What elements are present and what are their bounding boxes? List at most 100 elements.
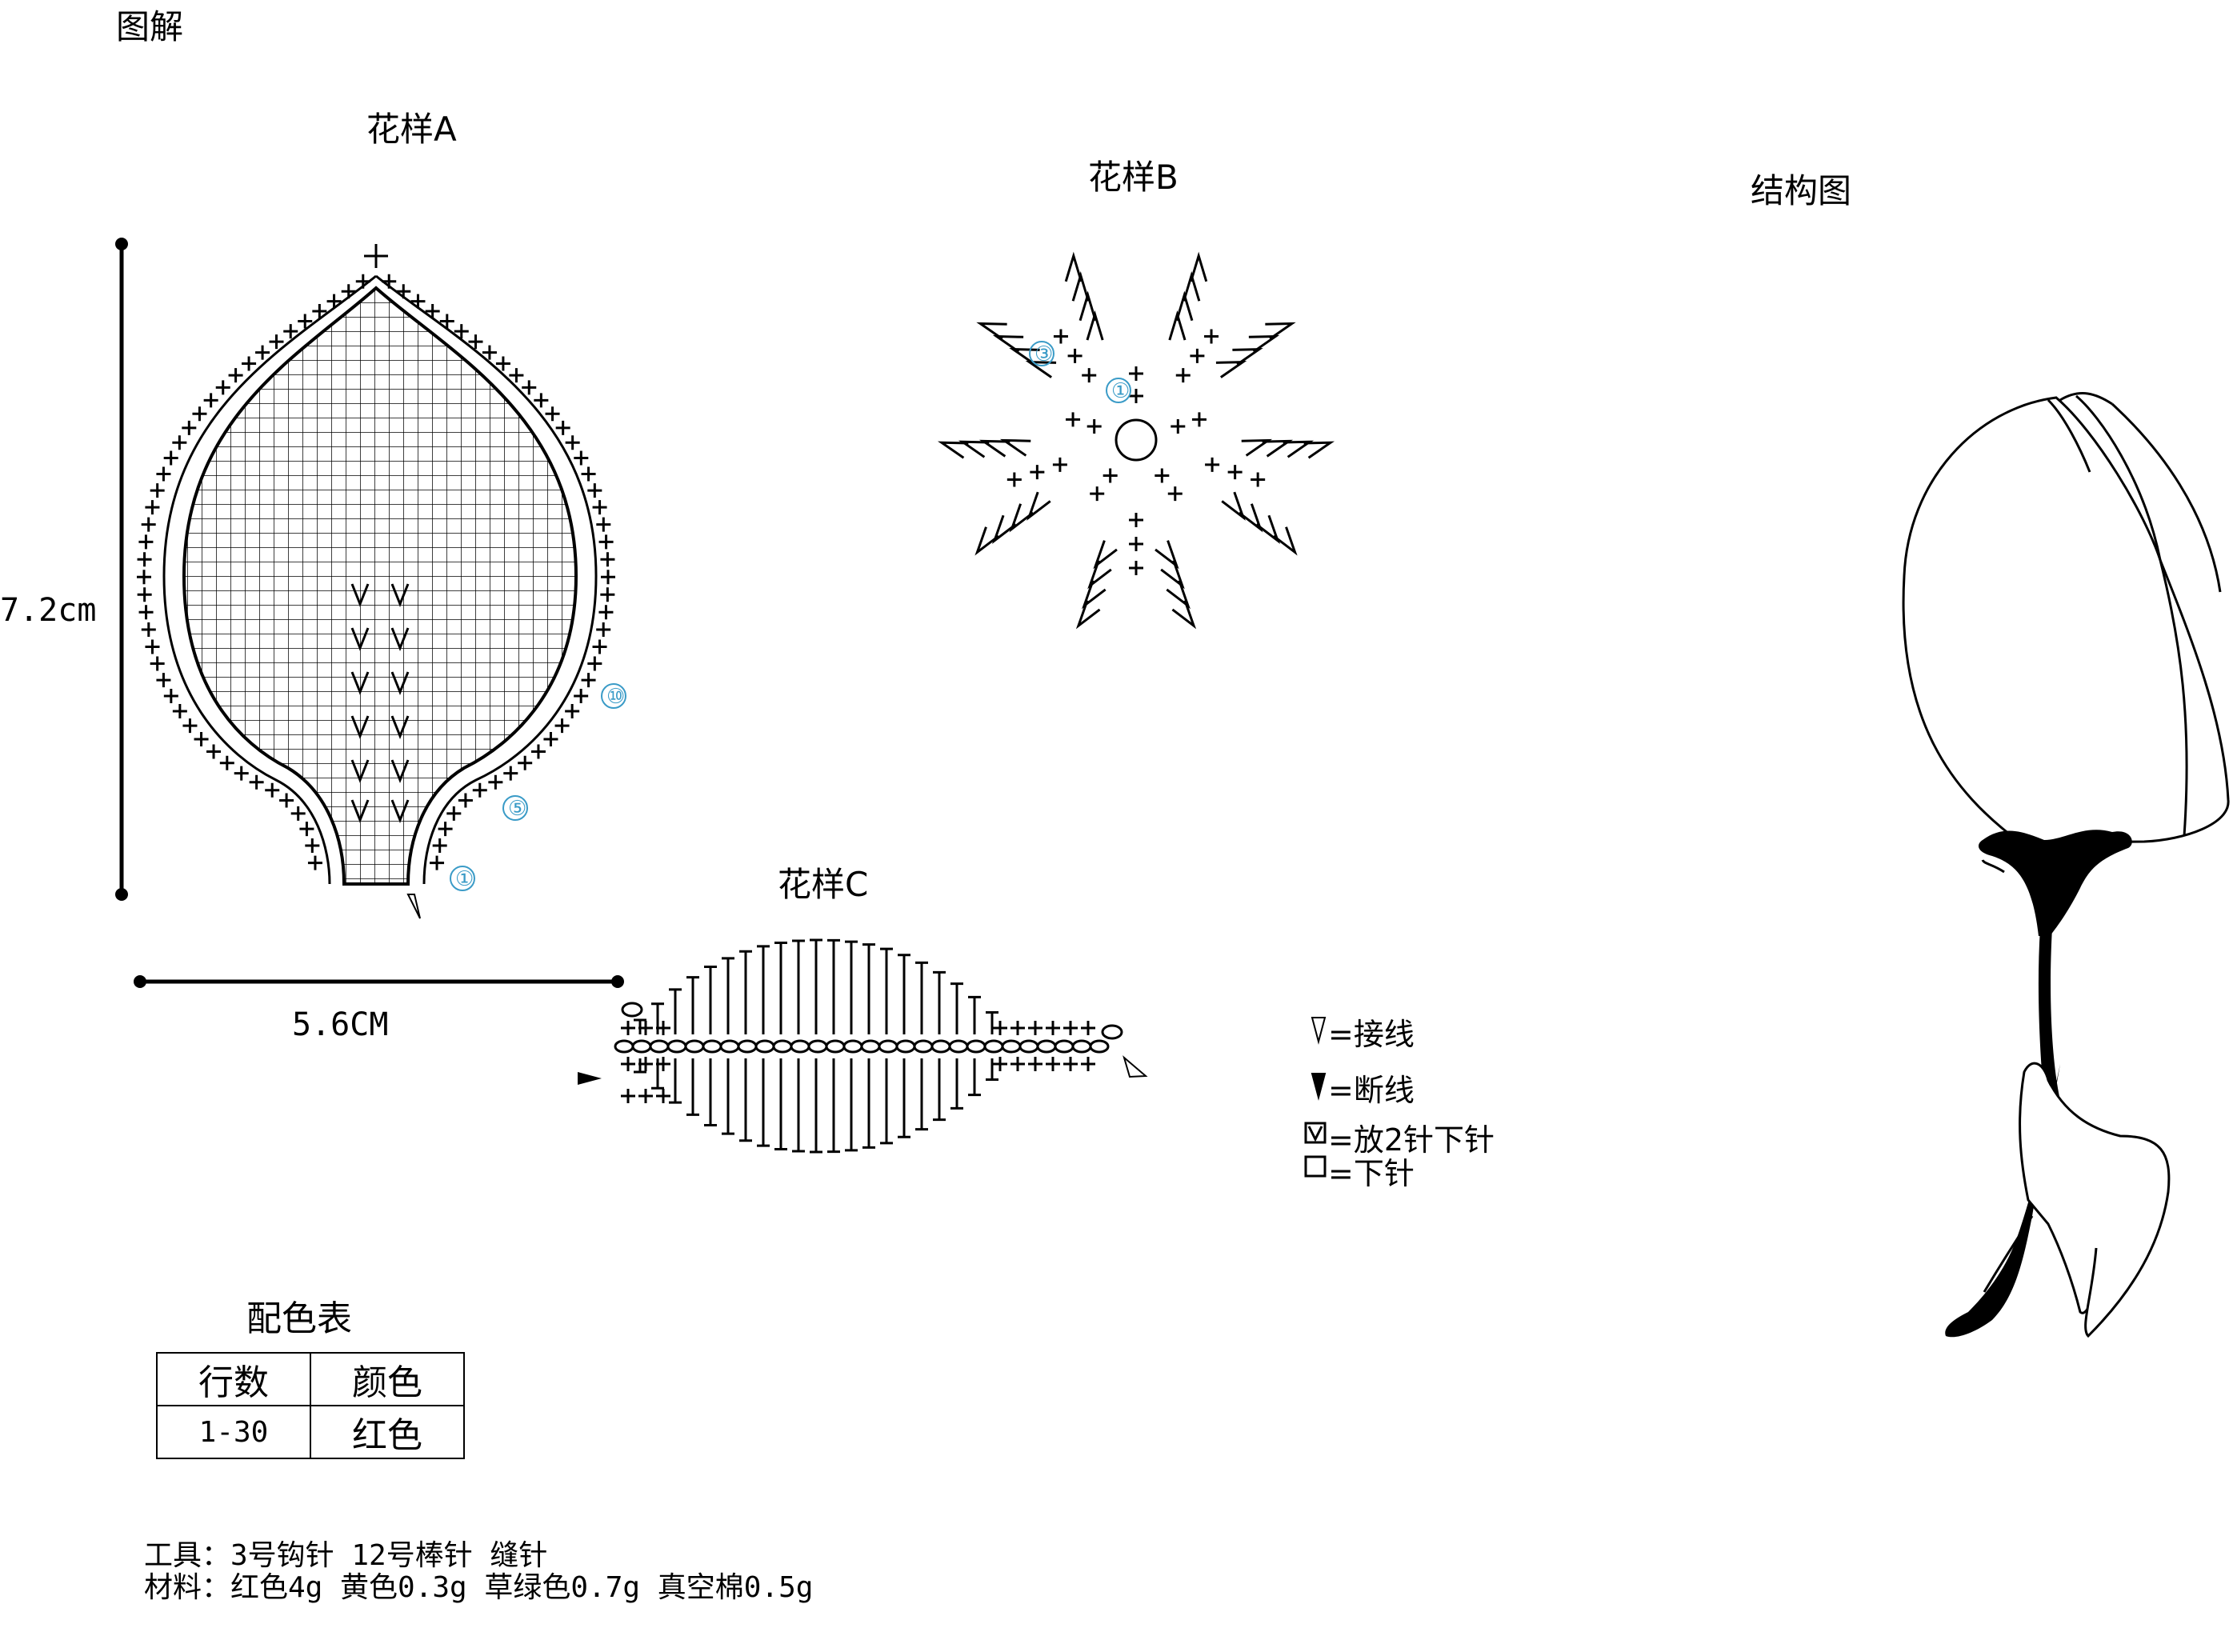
single-crochet-stitch	[509, 368, 524, 383]
chain-stitch	[1071, 1039, 1092, 1054]
double-crochet-stitch	[915, 961, 928, 1034]
single-crochet-stitch	[228, 368, 243, 383]
single-crochet-stitch	[242, 356, 257, 371]
round-marker: ③	[1034, 342, 1053, 366]
single-crochet-stitch	[355, 274, 370, 289]
double-crochet-stitch	[757, 1058, 770, 1147]
single-crochet-stitch	[534, 393, 549, 408]
single-crochet-stitch	[283, 324, 298, 339]
single-crochet-stitch	[203, 393, 218, 408]
color-table-cell: 1-30	[156, 1405, 311, 1459]
double-crochet-stitch	[774, 1058, 787, 1150]
height-dimension-line	[115, 238, 128, 901]
increase-stitch	[1248, 334, 1280, 353]
increase-stitch	[1175, 290, 1194, 322]
single-crochet-stitch	[1052, 457, 1067, 472]
increase-stitch	[1086, 310, 1104, 341]
single-crochet-stitch	[1010, 1021, 1025, 1035]
double-crochet-stitch	[898, 954, 910, 1034]
width-dimension-label: 5.6CM	[292, 1006, 389, 1043]
single-crochet-stitch	[430, 855, 445, 870]
chain-stitch	[631, 1039, 652, 1054]
increase-stitch	[1155, 540, 1179, 570]
double-crochet-stitch	[704, 966, 717, 1034]
cut-yarn-triangle-icon	[1311, 1073, 1327, 1101]
increase-stitch	[991, 514, 1017, 544]
double-crochet-stitch	[722, 957, 734, 1034]
single-crochet-stitch	[382, 274, 397, 289]
single-crochet-stitch	[600, 570, 615, 585]
round-marker: ⑩	[606, 685, 625, 709]
double-crochet-stitch	[986, 1010, 998, 1034]
single-crochet-stitch	[468, 334, 483, 350]
single-crochet-stitch	[1053, 329, 1068, 344]
single-crochet-stitch	[290, 806, 306, 821]
double-crochet-stitch	[634, 1058, 646, 1074]
double-crochet-stitch	[933, 970, 946, 1034]
single-crochet-stitch	[600, 552, 615, 567]
increase-stitch	[1075, 600, 1101, 630]
increase-stitch	[978, 439, 1010, 458]
chain-stitch	[1018, 1039, 1039, 1054]
increase-stitch	[1078, 290, 1097, 322]
single-crochet-stitch	[1063, 1057, 1078, 1071]
double-crochet-stitch	[968, 1058, 981, 1097]
pattern-a-round-markers: ① ⑤ ⑩	[450, 683, 626, 891]
double-crochet-stitch	[810, 1058, 822, 1154]
single-crochet-stitch	[638, 1057, 653, 1071]
single-crochet-stitch	[156, 466, 171, 482]
increase-knit-box-icon	[1304, 1122, 1327, 1144]
color-table-title: 配色表	[246, 1298, 352, 1339]
single-crochet-stitch	[206, 744, 222, 759]
single-crochet-stitch	[1129, 537, 1143, 551]
increase-stitch	[1160, 560, 1185, 590]
increase-stitch	[1273, 526, 1298, 556]
single-crochet-stitch	[137, 552, 152, 567]
chain-stitch	[983, 1039, 1004, 1054]
double-crochet-stitch	[722, 1058, 734, 1135]
increase-stitch	[1168, 310, 1187, 341]
chain-stitch	[649, 1039, 670, 1054]
chain-stitch	[1089, 1039, 1110, 1054]
single-crochet-stitch	[182, 718, 198, 734]
legend-knit-label: =下针	[1328, 1156, 1415, 1191]
color-table-header: 颜色	[310, 1352, 465, 1406]
single-crochet-stitch	[1205, 457, 1220, 472]
increase-stitch	[1082, 580, 1106, 610]
single-crochet-stitch	[592, 639, 607, 654]
single-crochet-stitch	[141, 622, 156, 637]
single-crochet-stitch	[1171, 419, 1186, 434]
single-crochet-stitch	[234, 766, 249, 781]
single-crochet-stitch	[307, 855, 322, 870]
chain-stitch	[966, 1039, 986, 1054]
double-crochet-stitch	[968, 995, 981, 1034]
increase-stitch	[1183, 271, 1201, 302]
single-crochet-stitch	[1081, 1057, 1095, 1071]
tools-note: 工具：3号钩针 12号棒针 缝针	[144, 1539, 548, 1572]
increase-stitch	[1262, 439, 1294, 458]
chain-stitch	[684, 1039, 705, 1054]
pattern-c-chart	[578, 938, 1148, 1154]
single-crochet-stitch	[488, 774, 503, 790]
increase-stitch	[1265, 322, 1296, 340]
chain-stitch	[930, 1039, 951, 1054]
single-crochet-stitch	[1067, 348, 1082, 363]
color-table-header: 行数	[156, 1352, 311, 1406]
structure-diagram	[1902, 392, 2230, 1338]
increase-stitch	[1087, 560, 1112, 590]
page-title: 图解	[116, 7, 184, 46]
single-crochet-stitch	[565, 704, 580, 719]
single-crochet-stitch	[150, 656, 165, 671]
chain-stitch	[1054, 1039, 1074, 1054]
chain-stitch	[860, 1039, 881, 1054]
single-crochet-stitch	[555, 420, 570, 435]
single-crochet-stitch	[1082, 368, 1097, 383]
double-crochet-stitch	[880, 1058, 893, 1145]
single-crochet-stitch	[138, 605, 154, 620]
chain-stitch	[825, 1039, 846, 1054]
single-crochet-stitch	[312, 304, 327, 319]
chain-stitch	[878, 1039, 898, 1054]
single-crochet-stitch	[596, 622, 611, 637]
double-crochet-stitch	[669, 988, 682, 1034]
single-crochet-stitch	[145, 639, 160, 654]
